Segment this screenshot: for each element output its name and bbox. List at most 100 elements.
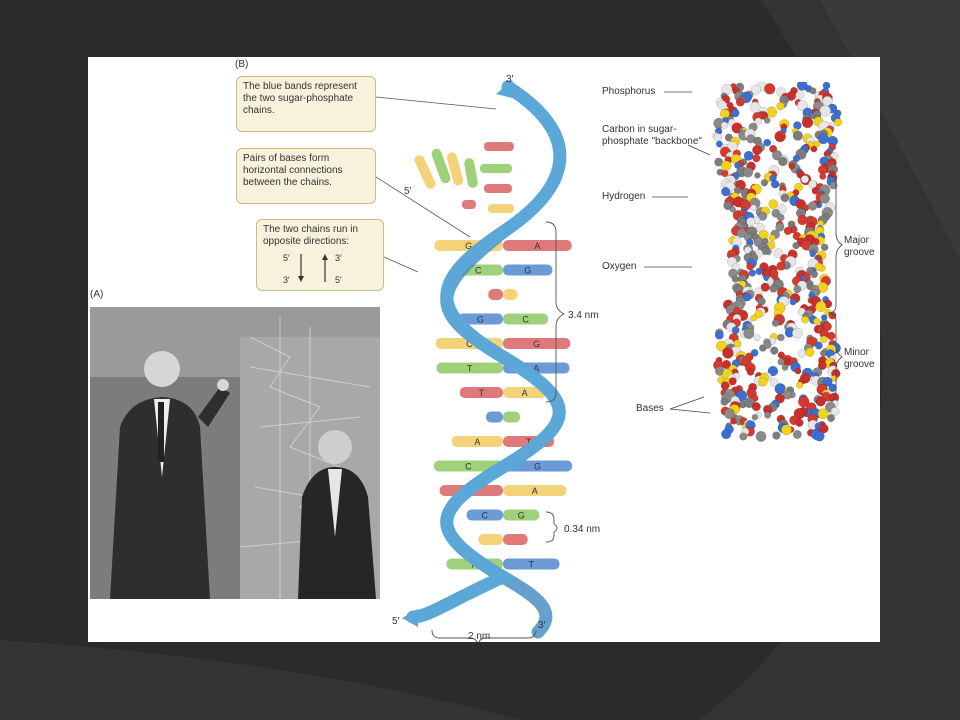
atom-sphere [814,262,823,272]
atom-sphere [781,364,789,371]
atom-sphere [829,181,838,190]
base-letter: A [474,437,480,447]
atom-sphere [777,204,787,214]
atom-sphere [777,358,785,366]
arrow-right-top-label: 3′ [335,253,342,263]
pitch-bracket [545,221,566,403]
atom-sphere [776,213,785,222]
atom-sphere [729,206,736,213]
label-carbon: Carbon in sugar-phosphate "backbone" [602,124,702,147]
base-pair-right [503,240,572,251]
base-pair-left [459,387,503,398]
end-label-bottom-3: 3′ [538,620,546,631]
atom-sphere [731,108,740,118]
atom-sphere [743,327,755,340]
base-letter: T [467,364,473,374]
atom-sphere [794,367,802,375]
atom-sphere [721,429,732,440]
atom-sphere [772,431,781,440]
atom-sphere [801,116,814,129]
base-letter: G [524,266,531,276]
atom-sphere [724,133,733,142]
atom-sphere [731,275,739,283]
label-hydrogen: Hydrogen [602,191,646,202]
base-letter: A [532,486,538,496]
atom-sphere [752,154,761,163]
base-pair-right [503,558,560,570]
base-letter: G [534,462,541,472]
watson-crick-photo [90,307,380,599]
atom-sphere [819,105,831,117]
atom-sphere [764,411,772,419]
atom-sphere [724,408,735,420]
base-pair-left [488,289,503,300]
atom-sphere [775,133,784,142]
panel-b-label: (B) [235,59,249,70]
atom-sphere [793,285,802,294]
base-letter: T [526,437,532,447]
atom-sphere [770,179,780,189]
atom-sphere [798,396,810,408]
atom-sphere [753,334,761,342]
atom-sphere [727,141,738,152]
base-letter: A [534,241,540,251]
atom-sphere [723,201,733,211]
atom-sphere [828,383,837,393]
atom-sphere [810,270,819,279]
width-bracket [431,629,537,642]
atom-sphere [791,327,803,339]
atom-sphere [819,193,830,204]
atom-sphere [827,331,836,341]
atom-sphere [775,222,785,232]
atom-sphere [728,377,737,386]
atom-sphere [715,140,723,148]
atom-sphere [797,349,807,358]
atom-sphere [750,84,761,95]
atom-sphere [777,351,785,359]
base-pair-right [503,264,553,276]
arrow-right-bottom-label: 5′ [335,275,342,285]
base-pair-left [466,509,503,521]
callout-leader-lines [375,96,497,273]
atom-sphere [820,335,828,344]
atom-sphere [809,250,816,258]
atom-sphere [818,423,829,434]
atom-sphere [796,100,808,111]
atom-sphere [751,413,759,421]
atom-sphere [754,309,764,319]
atom-sphere [720,121,729,129]
slide-canvas: (B) The blue bands represent the two sug… [88,57,880,642]
base-letter: G [477,315,484,325]
strand-bottom-arrowhead [402,609,418,627]
atom-sphere [751,402,761,412]
base-pair-right [503,289,518,300]
base-pair-left [433,460,503,472]
atom-sphere [783,226,793,236]
base-pair-right [503,387,547,398]
atom-sphere [795,90,805,100]
atom-sphere [750,314,758,322]
atom-sphere [781,424,792,436]
arrow-left-top-label: 5′ [283,253,290,263]
callout-base-pairs: Pairs of bases form horizontal connectio… [236,148,376,204]
arrow-left-bottom-label: 3′ [283,275,290,285]
atom-sphere [800,175,810,184]
base-pair-right [503,338,571,349]
base-pair-left [457,313,503,325]
base-pair-right [503,509,540,521]
label-oxygen: Oxygen [602,261,637,272]
atom-sphere [743,150,754,161]
base-pair-left [485,411,503,423]
atom-sphere [792,130,803,141]
loose-nucleotides [414,142,514,213]
atom-sphere [755,430,767,442]
end-label-top-3: 3′ [506,74,514,85]
base-letter: A [522,388,528,398]
atom-sphere [720,397,729,406]
atom-sphere [770,346,779,355]
atom-sphere [817,361,827,371]
atom-sphere [768,199,779,209]
atom-sphere [814,341,823,350]
atom-sphere [722,347,734,359]
atom-sphere [731,326,740,335]
